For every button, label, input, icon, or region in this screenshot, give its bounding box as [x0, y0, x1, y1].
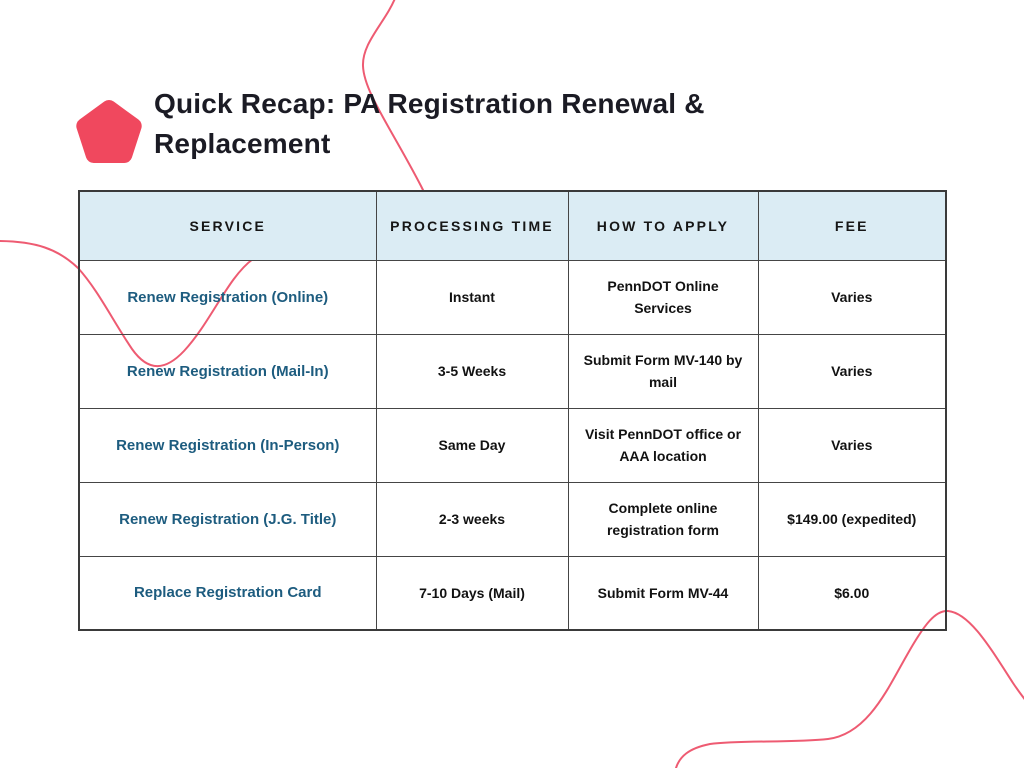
- processing-time-cell: 3-5 Weeks: [375, 333, 569, 409]
- page-title: Quick Recap: PA Registration Renewal & R…: [154, 88, 705, 159]
- squiggle-bottom-right-icon: [675, 609, 1024, 768]
- fee-cell: Varies: [757, 333, 947, 409]
- processing-time-cell: Same Day: [375, 407, 569, 483]
- processing-time-cell: 7-10 Days (Mail): [375, 555, 569, 631]
- fee-cell: Varies: [757, 259, 947, 335]
- table-row: Replace Registration Card 7-10 Days (Mai…: [78, 555, 947, 631]
- service-link[interactable]: Renew Registration (Mail-In): [78, 333, 377, 409]
- table-row: Renew Registration (J.G. Title) 2-3 week…: [78, 481, 947, 557]
- column-header-service: SERVICE: [78, 190, 377, 261]
- table-row: Renew Registration (Mail-In) 3-5 Weeks S…: [78, 333, 947, 409]
- column-header-processing-time: PROCESSING TIME: [375, 190, 569, 261]
- column-header-how-to-apply: HOW TO APPLY: [567, 190, 759, 261]
- service-link[interactable]: Renew Registration (In-Person): [78, 407, 377, 483]
- table-row: Renew Registration (In-Person) Same Day …: [78, 407, 947, 483]
- how-to-apply-cell: Visit PennDOT office or AAA location: [567, 407, 759, 483]
- fee-cell: $149.00 (expedited): [757, 481, 947, 557]
- how-to-apply-cell: Complete online registration form: [567, 481, 759, 557]
- recap-table: SERVICE PROCESSING TIME HOW TO APPLY FEE…: [78, 190, 947, 631]
- column-header-fee: FEE: [757, 190, 947, 261]
- table-row: Renew Registration (Online) Instant Penn…: [78, 259, 947, 335]
- how-to-apply-cell: PennDOT Online Services: [567, 259, 759, 335]
- service-link[interactable]: Renew Registration (Online): [78, 259, 377, 335]
- how-to-apply-cell: Submit Form MV-140 by mail: [567, 333, 759, 409]
- processing-time-cell: 2-3 weeks: [375, 481, 569, 557]
- header-row: SERVICE PROCESSING TIME HOW TO APPLY FEE: [78, 190, 947, 261]
- fee-cell: Varies: [757, 407, 947, 483]
- service-link[interactable]: Renew Registration (J.G. Title): [78, 481, 377, 557]
- pentagon-icon: [76, 100, 142, 163]
- service-link[interactable]: Replace Registration Card: [78, 555, 377, 631]
- fee-cell: $6.00: [757, 555, 947, 631]
- how-to-apply-cell: Submit Form MV-44: [567, 555, 759, 631]
- processing-time-cell: Instant: [375, 259, 569, 335]
